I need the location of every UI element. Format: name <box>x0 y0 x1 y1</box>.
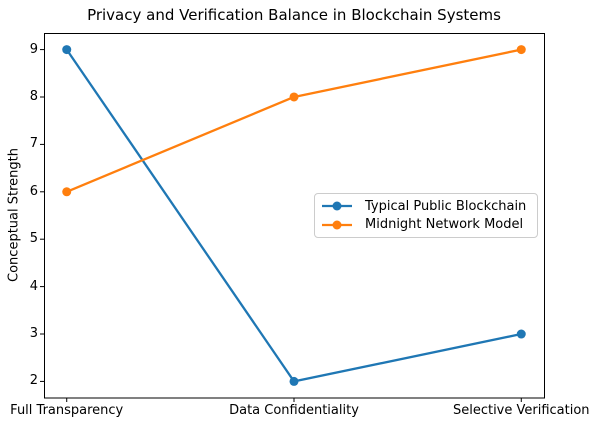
y-tick-label: 7 <box>29 136 38 152</box>
chart-title: Privacy and Verification Balance in Bloc… <box>87 6 501 24</box>
x-tick-label: Data Confidentiality <box>229 403 359 418</box>
series-lines <box>62 45 526 386</box>
y-tick-label: 9 <box>29 41 38 57</box>
y-tick-label: 5 <box>29 231 38 247</box>
series-line <box>66 48 522 193</box>
data-point-marker <box>289 376 299 386</box>
data-point-marker <box>62 187 72 197</box>
y-tick-label: 2 <box>29 373 38 389</box>
y-tick-label: 3 <box>29 326 38 341</box>
y-axis-label: Conceptual Strength <box>6 148 22 282</box>
legend-item-label: Typical Public Blockchain <box>365 198 527 214</box>
x-tick-label: Selective Verification <box>452 403 590 418</box>
data-point-marker <box>516 329 526 339</box>
y-tick-label: 6 <box>29 183 38 199</box>
legend-item: Midnight Network Model <box>321 216 531 235</box>
legend: Typical Public Blockchain Midnight Netwo… <box>314 193 538 238</box>
data-point-marker <box>516 45 526 55</box>
legend-item: Typical Public Blockchain <box>321 197 531 216</box>
legend-line-marker-icon <box>322 201 352 211</box>
y-tick-label: 4 <box>29 278 38 294</box>
legend-item-label: Midnight Network Model <box>365 217 524 233</box>
data-point-marker <box>289 92 299 102</box>
x-tick-label: Full Transparency <box>10 403 124 418</box>
legend-line-marker-icon <box>322 220 352 230</box>
data-point-marker <box>62 45 72 55</box>
axis-tick-marks <box>40 49 522 402</box>
y-tick-label: 8 <box>29 88 38 104</box>
